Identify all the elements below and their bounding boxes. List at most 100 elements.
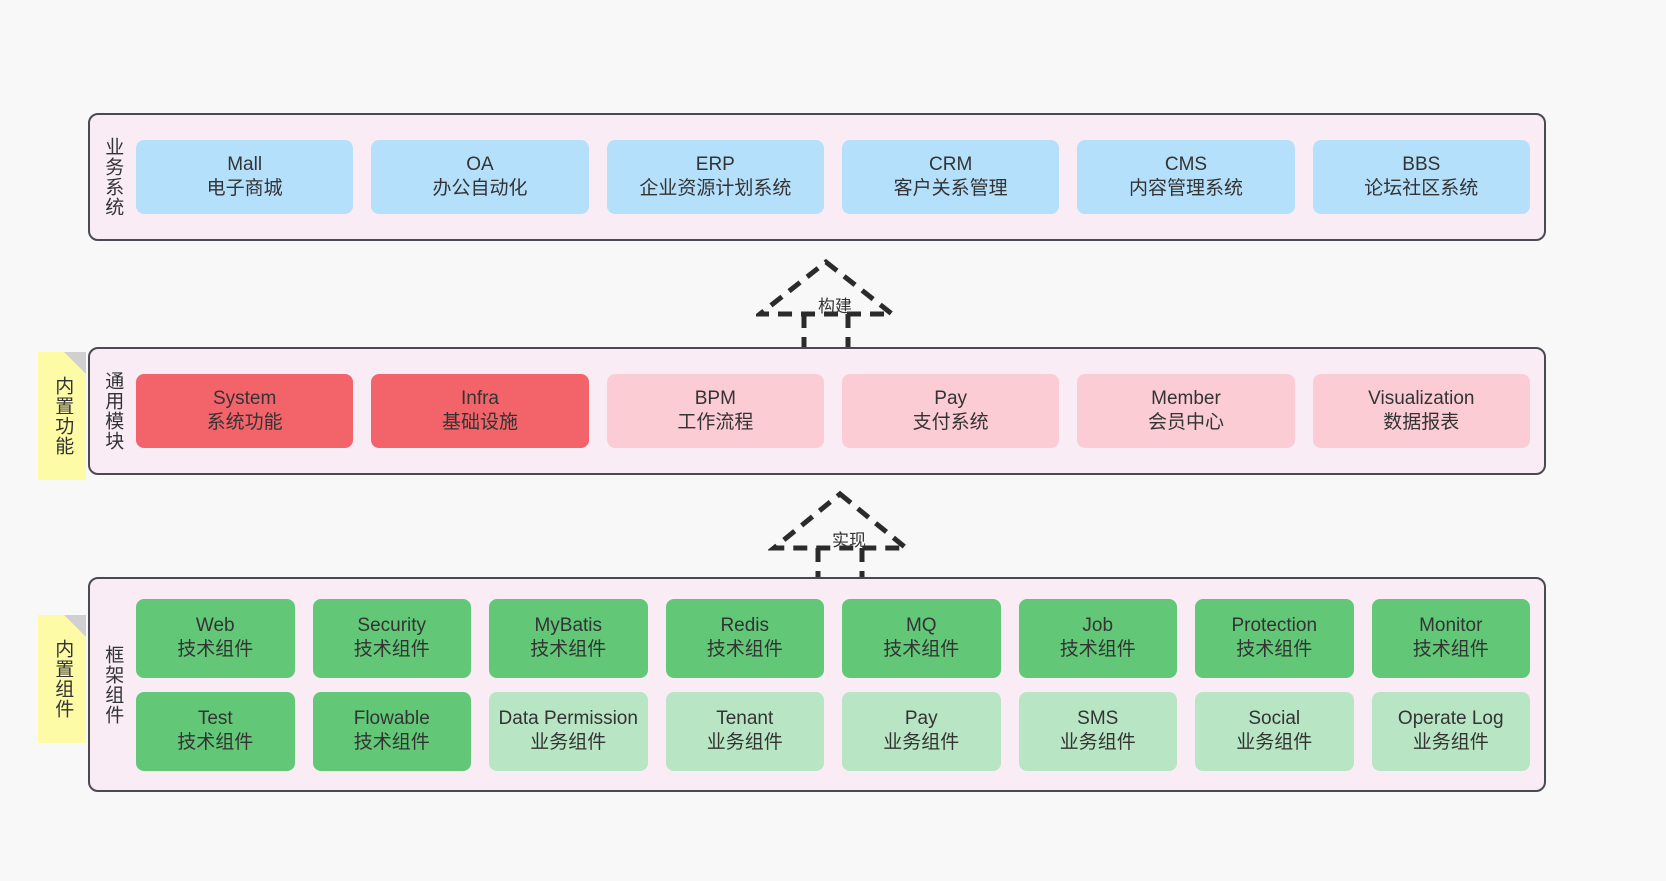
- node-desc: 技术组件: [353, 732, 430, 753]
- node-desc: 技术组件: [177, 639, 254, 660]
- node-name: System: [212, 387, 277, 409]
- node-desc: 技术组件: [706, 639, 783, 660]
- node-name: Protection: [1231, 614, 1318, 636]
- node-desc: 企业资源计划系统: [639, 178, 792, 199]
- node-erp[interactable]: ERP 企业资源计划系统: [606, 140, 824, 214]
- node-job[interactable]: Job 技术组件: [1018, 598, 1177, 678]
- node-desc: 办公自动化: [432, 178, 528, 199]
- node-flowable[interactable]: Flowable 技术组件: [312, 691, 471, 771]
- node-name: SMS: [1077, 707, 1119, 729]
- node-pay-business[interactable]: Pay 业务组件: [842, 691, 1001, 771]
- node-desc: 系统功能: [206, 412, 283, 433]
- layer-title-business-systems: 业务系统: [102, 137, 124, 217]
- node-name: ERP: [695, 153, 735, 175]
- layer-body-business-systems: Mall 电子商城 OA 办公自动化 ERP 企业资源计划系统 CRM 客户关系…: [134, 115, 1544, 239]
- node-tenant[interactable]: Tenant 业务组件: [665, 691, 824, 771]
- node-mq[interactable]: MQ 技术组件: [842, 598, 1001, 678]
- layer-framework-components[interactable]: 框架组件 Web 技术组件 Security 技术组件 MyBatis 技术组件…: [88, 577, 1546, 792]
- node-row: Mall 电子商城 OA 办公自动化 ERP 企业资源计划系统 CRM 客户关系…: [136, 140, 1530, 214]
- sticky-fold-corner-icon: [64, 352, 86, 374]
- node-name: Social: [1248, 707, 1301, 729]
- node-name: BPM: [694, 387, 736, 409]
- node-security[interactable]: Security 技术组件: [312, 598, 471, 678]
- node-name: Pay: [904, 707, 938, 729]
- node-name: Member: [1151, 387, 1221, 409]
- node-name: Visualization: [1368, 387, 1475, 409]
- layer-title-framework-components: 框架组件: [102, 644, 124, 725]
- node-monitor[interactable]: Monitor 技术组件: [1371, 598, 1530, 678]
- node-mybatis[interactable]: MyBatis 技术组件: [489, 598, 648, 678]
- node-cms[interactable]: CMS 内容管理系统: [1077, 140, 1295, 214]
- sticky-note-builtin-components[interactable]: 内置组件: [38, 615, 86, 743]
- node-name: CRM: [929, 153, 973, 175]
- node-name: Pay: [934, 387, 968, 409]
- node-name: Mall: [227, 153, 263, 175]
- sticky-note-label: 内置功能: [52, 376, 74, 456]
- node-name: Security: [357, 614, 427, 636]
- node-member[interactable]: Member 会员中心: [1077, 374, 1295, 448]
- node-crm[interactable]: CRM 客户关系管理: [841, 140, 1060, 214]
- node-redis[interactable]: Redis 技术组件: [665, 598, 824, 678]
- node-sms[interactable]: SMS 业务组件: [1018, 691, 1177, 771]
- node-name: Flowable: [353, 707, 430, 729]
- node-oa[interactable]: OA 办公自动化: [371, 140, 589, 214]
- node-desc: 业务组件: [706, 732, 783, 753]
- node-desc: 技术组件: [1059, 639, 1136, 660]
- node-desc: 技术组件: [530, 639, 607, 660]
- node-name: Job: [1082, 614, 1114, 636]
- node-desc: 技术组件: [177, 732, 254, 753]
- node-name: OA: [466, 153, 494, 175]
- sticky-note-label: 内置组件: [52, 639, 74, 719]
- node-visualization[interactable]: Visualization 数据报表: [1312, 374, 1530, 448]
- node-desc: 工作流程: [677, 412, 754, 433]
- node-name: CMS: [1164, 153, 1208, 175]
- node-name: Redis: [720, 614, 770, 636]
- node-desc: 数据报表: [1383, 412, 1460, 433]
- node-desc: 业务组件: [1236, 732, 1313, 753]
- sticky-note-builtin-features[interactable]: 内置功能: [38, 352, 86, 480]
- node-operate-log[interactable]: Operate Log 业务组件: [1371, 691, 1530, 771]
- node-desc: 技术组件: [883, 639, 960, 660]
- node-bbs[interactable]: BBS 论坛社区系统: [1312, 140, 1530, 214]
- node-desc: 客户关系管理: [893, 178, 1008, 199]
- node-desc: 电子商城: [206, 178, 283, 199]
- node-system[interactable]: System 系统功能: [136, 374, 354, 448]
- node-desc: 技术组件: [1412, 639, 1489, 660]
- node-name: Tenant: [716, 707, 774, 729]
- node-desc: 基础设施: [441, 412, 518, 433]
- layer-common-modules[interactable]: 通用模块 System 系统功能 Infra 基础设施 BPM 工作流程 Pay…: [88, 347, 1546, 475]
- node-test[interactable]: Test 技术组件: [136, 691, 295, 771]
- node-name: Web: [195, 614, 235, 636]
- layer-title-common-modules: 通用模块: [102, 371, 124, 451]
- layer-body-common-modules: System 系统功能 Infra 基础设施 BPM 工作流程 Pay 支付系统…: [134, 349, 1544, 473]
- node-bpm[interactable]: BPM 工作流程: [606, 374, 824, 448]
- node-desc: 支付系统: [912, 412, 989, 433]
- node-desc: 业务组件: [1412, 732, 1489, 753]
- sticky-fold-corner-icon: [64, 615, 86, 637]
- node-name: BBS: [1402, 153, 1441, 175]
- node-desc: 论坛社区系统: [1364, 178, 1479, 199]
- node-row: System 系统功能 Infra 基础设施 BPM 工作流程 Pay 支付系统…: [136, 374, 1530, 448]
- node-mall[interactable]: Mall 电子商城: [136, 140, 354, 214]
- node-name: Infra: [460, 387, 499, 409]
- node-desc: 会员中心: [1147, 412, 1224, 433]
- connector-implement-label: 实现: [832, 531, 866, 550]
- node-name: MyBatis: [534, 614, 603, 636]
- node-name: Monitor: [1419, 614, 1483, 636]
- node-protection[interactable]: Protection 技术组件: [1195, 598, 1354, 678]
- node-name: Test: [197, 707, 233, 729]
- node-desc: 技术组件: [353, 639, 430, 660]
- node-web[interactable]: Web 技术组件: [136, 598, 295, 678]
- node-infra[interactable]: Infra 基础设施: [371, 374, 589, 448]
- node-social[interactable]: Social 业务组件: [1195, 691, 1354, 771]
- node-name: Data Permission: [498, 707, 638, 729]
- connector-build-label: 构建: [818, 297, 852, 316]
- layer-body-framework-components: Web 技术组件 Security 技术组件 MyBatis 技术组件 Redi…: [134, 579, 1544, 790]
- layer-business-systems[interactable]: 业务系统 Mall 电子商城 OA 办公自动化 ERP 企业资源计划系统 CRM…: [88, 113, 1546, 241]
- node-desc: 技术组件: [1236, 639, 1313, 660]
- node-data-permission[interactable]: Data Permission 业务组件: [489, 691, 648, 771]
- node-pay[interactable]: Pay 支付系统: [841, 374, 1060, 448]
- node-name: MQ: [905, 614, 937, 636]
- node-desc: 内容管理系统: [1128, 178, 1243, 199]
